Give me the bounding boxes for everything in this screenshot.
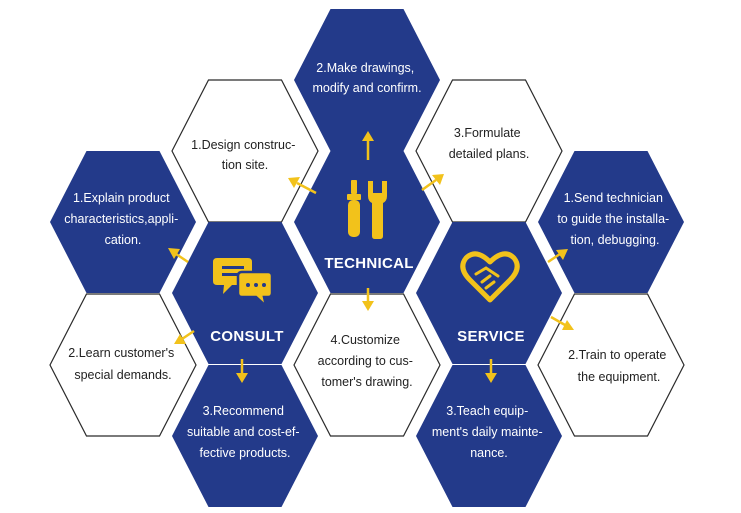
- hex-technical-step-3: 3.Formulate detailed plans.: [415, 79, 563, 223]
- hex-service-step-2: 2.Train to operate the equipment.: [537, 293, 685, 437]
- arrow-technical-to-step-2: [362, 131, 374, 160]
- arrow-consult-to-step-1: [168, 248, 189, 264]
- consult-step-2-label: 2.Learn customer's special demands.: [68, 346, 177, 382]
- arrow-technical-to-step-4: [362, 288, 374, 311]
- hex-technical-step-1: 1.Design construc- tion site.: [171, 79, 319, 223]
- consult-step-3-label: 3.Recommend suitable and cost-ef- fectiv…: [187, 404, 303, 460]
- hex-consult-step-2: 2.Learn customer's special demands.: [49, 293, 197, 437]
- arrow-service-to-step-3: [485, 359, 497, 383]
- heart-handshake-icon: [460, 251, 520, 303]
- arrow-service-to-step-2: [550, 315, 574, 330]
- hex-service-step-1: 1.Send technician to guide the installa-…: [538, 151, 684, 293]
- arrow-consult-to-step-2: [174, 329, 195, 344]
- service-step-1-label: 1.Send technician to guide the installa-…: [557, 191, 672, 247]
- technical-step-1-label: 1.Design construc- tion site.: [191, 138, 299, 172]
- technical-hub-title: TECHNICAL: [324, 255, 413, 272]
- service-hub-title: SERVICE: [457, 328, 525, 345]
- arrow-service-to-step-1: [547, 249, 568, 264]
- hex-technical-step-4: 4.Customize according to cus- tomer's dr…: [293, 293, 441, 437]
- technical-step-2-label: 2.Make drawings, modify and confirm.: [312, 61, 421, 95]
- arrow-technical-to-step-3: [421, 174, 444, 192]
- technical-step-4-label: 4.Customize according to cus- tomer's dr…: [318, 333, 417, 389]
- arrow-technical-to-step-1: [288, 177, 317, 195]
- chat-bubbles-icon: [213, 258, 274, 310]
- consult-step-1-label: 1.Explain product characteristics,appli-…: [64, 191, 181, 247]
- hex-consult-step-3: 3.Recommend suitable and cost-ef- fectiv…: [172, 365, 318, 507]
- consult-hub-title: CONSULT: [210, 328, 283, 345]
- arrow-consult-to-step-3: [236, 359, 248, 383]
- tools-icon: [347, 180, 387, 239]
- service-step-3-label: 3.Teach equip- ment's daily mainte- nanc…: [432, 404, 546, 460]
- hex-consult-step-1: 1.Explain product characteristics,appli-…: [50, 151, 196, 293]
- service-step-2-label: 2.Train to operate the equipment.: [568, 348, 670, 384]
- technical-step-3-label: 3.Formulate detailed plans.: [449, 126, 530, 161]
- hex-service-step-3: 3.Teach equip- ment's daily mainte- nanc…: [416, 365, 562, 507]
- hex-technical-step-2: 2.Make drawings, modify and confirm.: [294, 9, 440, 151]
